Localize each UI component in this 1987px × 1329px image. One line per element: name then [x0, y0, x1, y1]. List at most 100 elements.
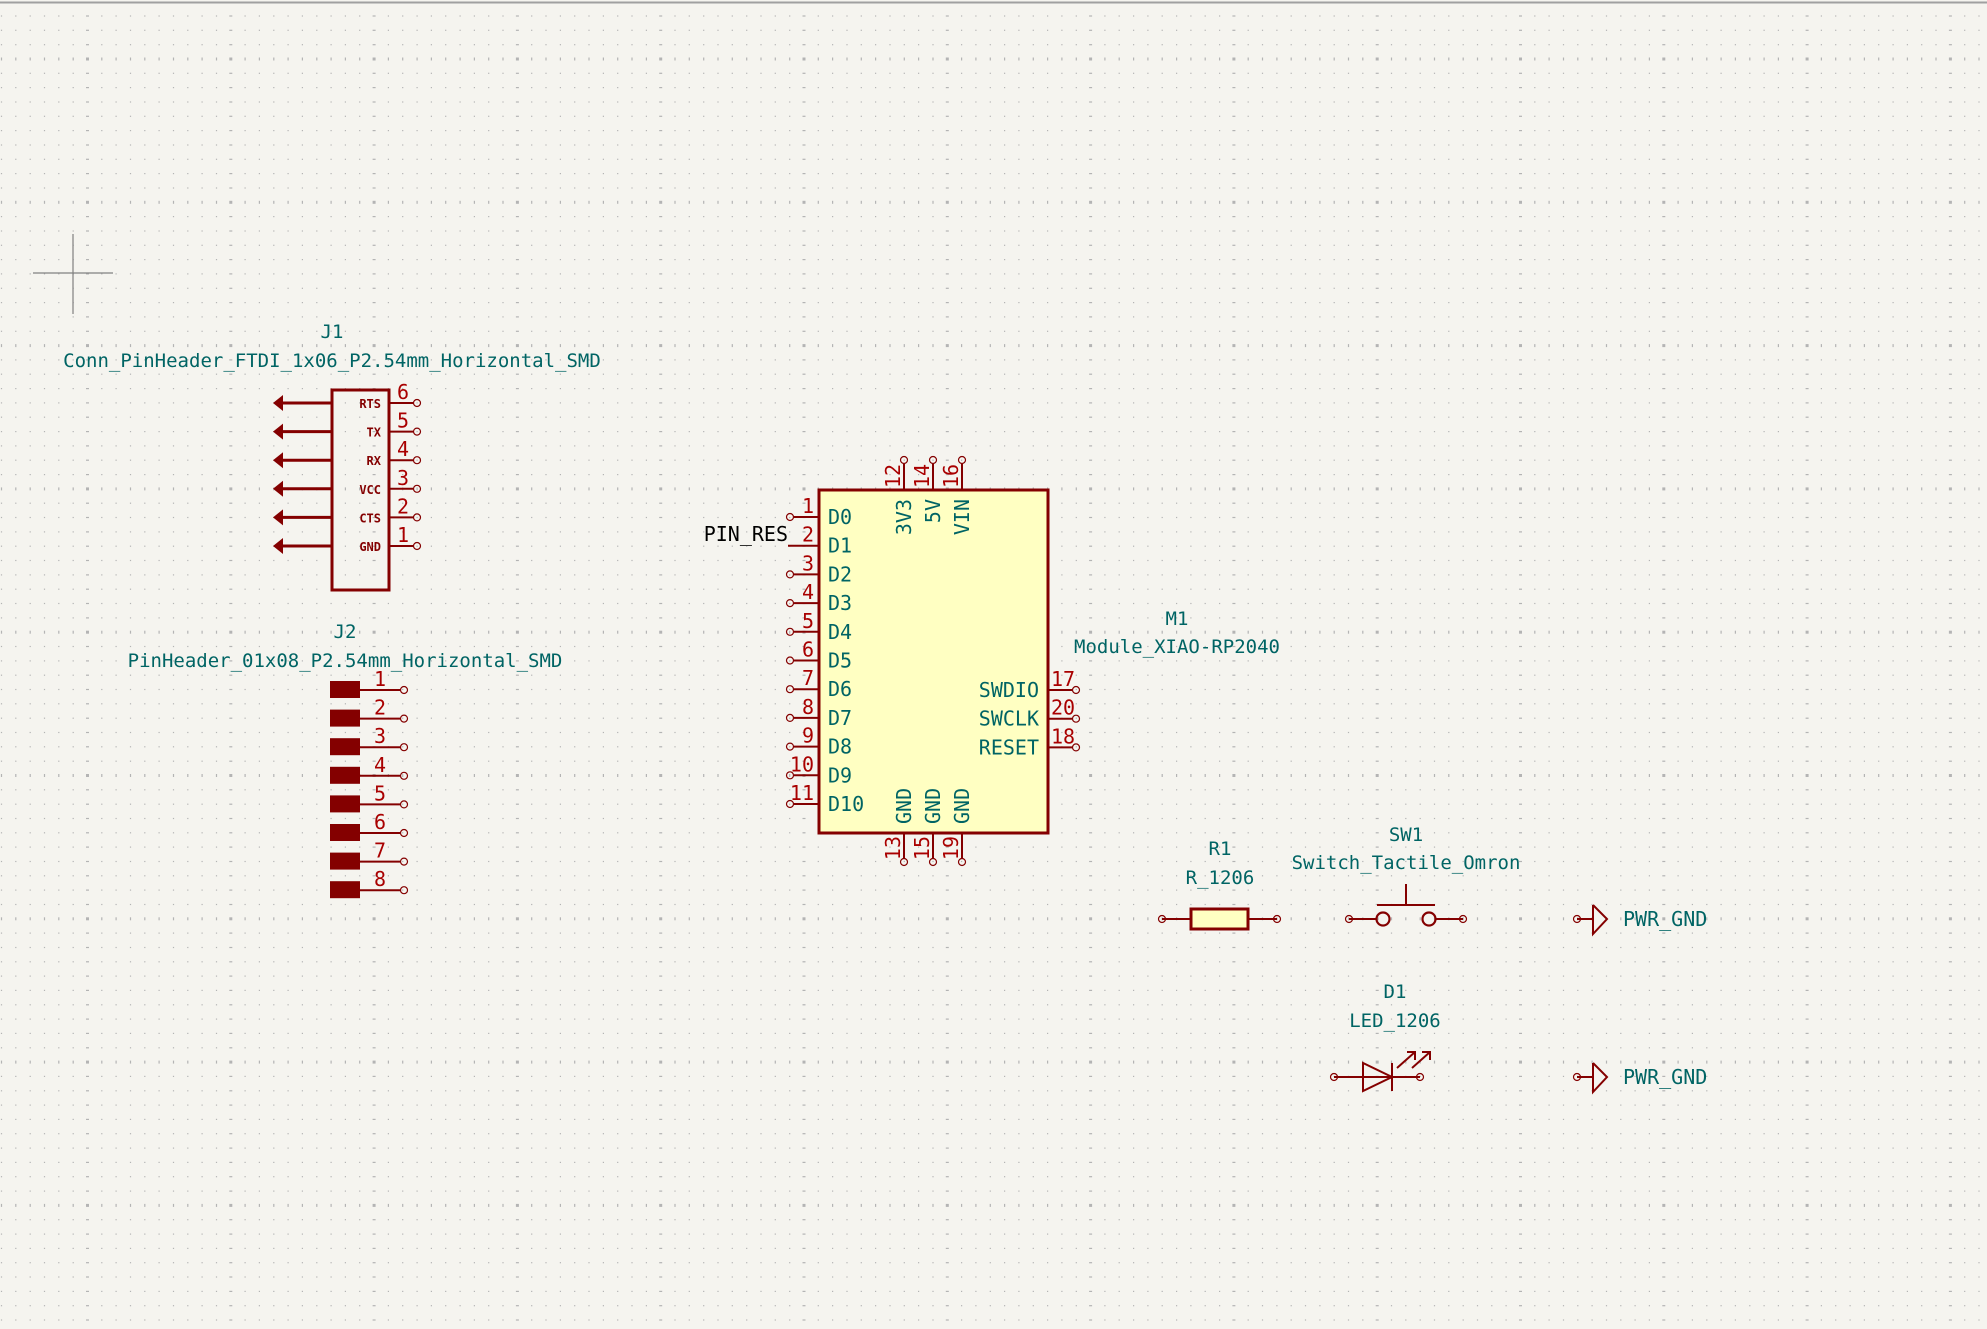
R1-reference: R1 [1209, 838, 1232, 860]
J1-pin-number: 6 [397, 380, 409, 404]
pin-end-circle-icon [412, 456, 422, 465]
pin-end-circle-icon [957, 455, 967, 465]
M1-pin-number: 4 [802, 580, 814, 604]
M1-pin-20[interactable]: 20 SWCLK [979, 696, 1081, 731]
component-J2[interactable]: J2 PinHeader_01x08_P2.54mm_Horizontal_SM… [128, 621, 563, 899]
pin-end-circle-icon [399, 714, 409, 723]
M1-pin-number: 1 [802, 494, 814, 518]
pwr-gnd-icon [1572, 1062, 1609, 1095]
M1-pin-number: 7 [802, 666, 814, 690]
pin-end-circle-icon [412, 541, 422, 551]
J2-pad [330, 795, 360, 813]
component-D1[interactable]: D1 LED_1206 [1329, 981, 1441, 1093]
pin-end-circle-icon [1071, 743, 1081, 752]
arrow-left-icon [273, 395, 283, 411]
M1-pin-name: D3 [828, 591, 852, 615]
pin-end-circle-icon [785, 713, 795, 723]
M1-value: Module_XIAO-RP2040 [1074, 636, 1280, 658]
M1-pin-number: 14 [910, 464, 934, 488]
arrow-left-icon [273, 509, 283, 526]
pin-end-circle-icon [785, 570, 795, 579]
pin-end-circle-icon [412, 398, 422, 408]
J2-pin-2[interactable]: 2 [330, 696, 409, 727]
J1-pin-3[interactable]: VCC 3 [273, 466, 422, 497]
J2-pin-number: 5 [374, 781, 386, 805]
M1-pin-7[interactable]: 7 D6 [785, 666, 853, 701]
M1-pin-number: 3 [802, 551, 814, 575]
J2-pin-4[interactable]: 4 [330, 753, 409, 784]
M1-pin-number: 18 [1051, 724, 1075, 748]
J2-pin-7[interactable]: 7 [330, 839, 409, 870]
net-label-pin-res[interactable]: PIN_RES [704, 522, 788, 546]
J1-pin-number: 1 [397, 523, 409, 547]
pin-end-circle-icon [785, 685, 795, 694]
power-symbol-pwr-gnd-2[interactable]: PWR_GND [1572, 1062, 1708, 1095]
J2-pin-3[interactable]: 3 [330, 724, 409, 756]
J2-pad [330, 709, 360, 727]
J2-pin-5[interactable]: 5 [330, 781, 409, 813]
component-J1[interactable]: J1 Conn_PinHeader_FTDI_1x06_P2.54mm_Hori… [63, 321, 601, 592]
J2-pin-number: 4 [374, 753, 386, 777]
power-symbol-pwr-gnd-1[interactable]: PWR_GND [1572, 904, 1708, 937]
J1-pin-1[interactable]: GND 1 [273, 523, 422, 554]
J1-pin-number: 3 [397, 466, 409, 490]
pin-end-circle-icon [399, 685, 409, 695]
M1-pin-18[interactable]: 18 RESET [979, 724, 1081, 759]
pin-end-circle-icon [412, 427, 422, 436]
pin-end-circle-icon [785, 512, 795, 522]
pin-end-circle-icon [412, 484, 422, 493]
pin-end-circle-icon [899, 857, 909, 867]
M1-pin-19[interactable]: 19 GND [939, 788, 974, 867]
J2-value: PinHeader_01x08_P2.54mm_Horizontal_SMD [128, 650, 563, 672]
M1-pin-number: 19 [939, 836, 963, 860]
arrow-left-icon [273, 480, 283, 497]
M1-pin-number: 2 [802, 523, 814, 547]
M1-pin-number: 8 [802, 695, 814, 719]
cursor-crosshair [33, 234, 113, 314]
component-R1[interactable]: R1 R_1206 [1157, 838, 1282, 931]
J2-pad [330, 852, 360, 870]
pin-end-circle-icon [399, 828, 409, 838]
M1-pin-number: 20 [1051, 696, 1075, 720]
M1-pin-number: 17 [1051, 667, 1075, 691]
M1-pin-number: 15 [910, 836, 934, 860]
M1-pin-name: GND [950, 788, 974, 824]
M1-pin-name: 3V3 [892, 499, 916, 535]
M1-pin-number: 11 [790, 781, 814, 805]
J2-pin-8[interactable]: 8 [330, 867, 409, 899]
M1-pin-4[interactable]: 4 D3 [785, 580, 853, 615]
J2-pin-6[interactable]: 6 [330, 810, 409, 841]
J1-pin-name: GND [359, 540, 381, 554]
J1-pin-name: VCC [359, 483, 381, 497]
M1-pin-name: RESET [979, 735, 1039, 759]
J2-pin-1[interactable]: 1 [330, 667, 409, 698]
component-SW1[interactable]: SW1 Switch_Tactile_Omron [1292, 824, 1521, 927]
pin-end-circle-icon [399, 743, 409, 752]
M1-pin-name: SWCLK [979, 707, 1039, 731]
M1-body [817, 488, 1050, 835]
M1-pin-name: D6 [828, 677, 852, 701]
D1-symbol [1329, 1051, 1431, 1093]
M1-pin-number: 12 [881, 464, 905, 488]
